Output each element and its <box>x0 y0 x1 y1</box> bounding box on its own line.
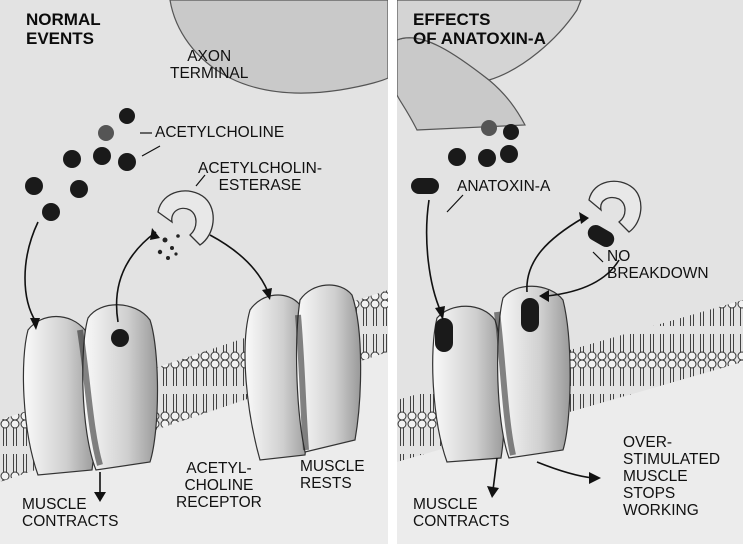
panel-anatoxin-effects: EFFECTS OF ANATOXIN-A ANATOXIN-A NO BREA… <box>397 0 743 544</box>
label-no-breakdown: NO BREAKDOWN <box>607 248 709 282</box>
arrow-anatoxin-to-receptor <box>427 200 441 312</box>
label-muscle-contracts: MUSCLE CONTRACTS <box>413 496 509 530</box>
acetylcholinesterase <box>158 191 213 245</box>
arrow-to-resting-receptor <box>210 235 268 292</box>
bound-acetylcholine <box>111 329 129 347</box>
label-axon-terminal: AXON TERMINAL <box>170 48 248 82</box>
label-overstimulated-muscle: OVER- STIMULATED MUSCLE STOPS WORKING <box>623 434 720 519</box>
label-acetylcholine-receptor: ACETYL- CHOLINE RECEPTOR <box>176 460 262 511</box>
title-anatoxin-effects: EFFECTS OF ANATOXIN-A <box>413 10 546 48</box>
panel-divider <box>388 0 397 544</box>
acetylcholine-fragments <box>158 234 180 260</box>
acetylcholine-receptor <box>433 286 570 462</box>
acetylcholine-receptor <box>23 305 157 475</box>
acetylcholine-molecules <box>25 108 136 221</box>
label-muscle-rests: MUSCLE RESTS <box>300 458 365 492</box>
label-muscle-contracts: MUSCLE CONTRACTS <box>22 496 118 530</box>
title-normal-events: NORMAL EVENTS <box>26 10 101 48</box>
arrow-to-receptor <box>25 222 38 322</box>
arrow-receptor-to-enzyme <box>527 218 583 292</box>
label-acetylcholinesterase: ACETYLCHOLIN- ESTERASE <box>198 160 322 194</box>
panel-normal-events: NORMAL EVENTS AXON TERMINAL ACETYLCHOLIN… <box>0 0 388 544</box>
acetylcholinesterase <box>589 181 641 232</box>
acetylcholine-receptor-resting <box>245 285 361 460</box>
label-anatoxin-a: ANATOXIN-A <box>457 178 550 195</box>
label-acetylcholine: ACETYLCHOLINE <box>155 124 284 141</box>
